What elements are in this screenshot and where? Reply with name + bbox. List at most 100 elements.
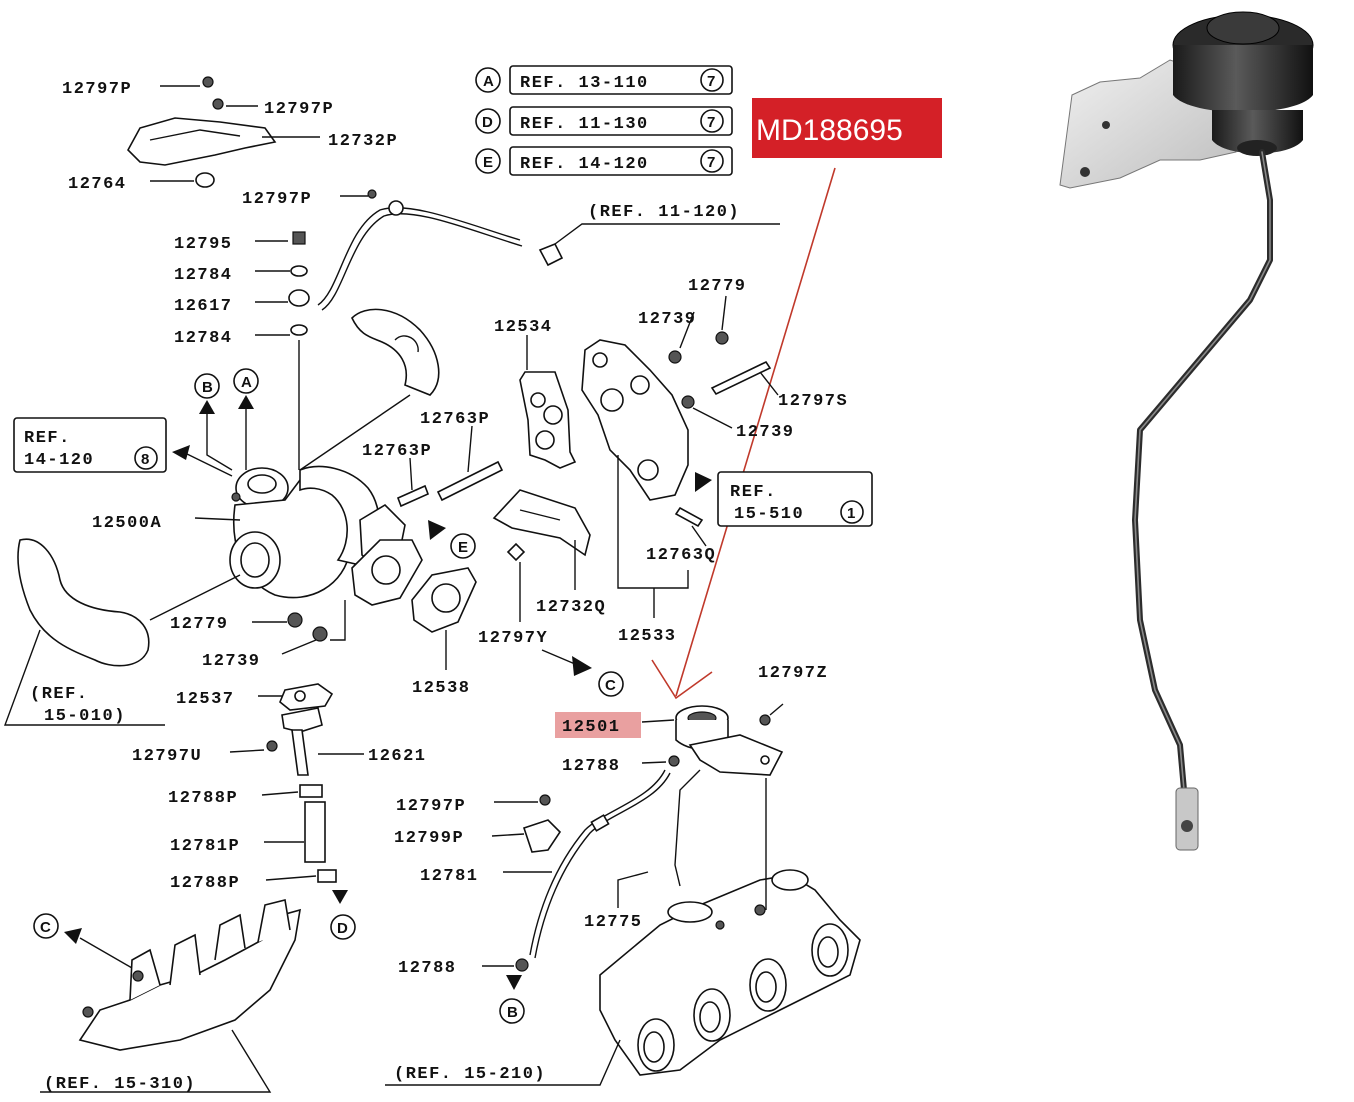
- label-12797U: 12797U: [132, 747, 202, 766]
- vacuum-hose: [515, 769, 671, 972]
- ref-box-15-510: [717, 471, 873, 527]
- label-12779: 12779: [688, 277, 747, 296]
- label-12621: 12621: [368, 747, 427, 766]
- label-12500A: 12500A: [92, 514, 162, 533]
- ref-arrow-icon: [172, 445, 190, 460]
- ref-list: A REF. 13-110 7 D REF. 11-130 7 E REF. 1…: [475, 65, 733, 176]
- marker-letter: E: [483, 154, 493, 171]
- marker-letter: D: [482, 114, 493, 131]
- ref-arrow-icon: [572, 656, 592, 676]
- ref-arrow-icon: [199, 400, 215, 414]
- marker-letter: A: [483, 73, 494, 90]
- part-number-highlight: [752, 98, 942, 158]
- label-12739: 12739: [736, 423, 795, 442]
- ref-number: 1: [847, 505, 855, 522]
- label-12732P: 12732P: [328, 132, 398, 151]
- label-12797P: 12797P: [396, 797, 466, 816]
- marker-letter: D: [337, 920, 348, 937]
- studs: [396, 460, 704, 528]
- turbine-gasket: [519, 371, 577, 469]
- part-number-text: MD188695: [756, 114, 903, 147]
- ref-arrow-icon: [64, 928, 82, 944]
- label-12763P: 12763P: [420, 410, 490, 429]
- marker-letter: B: [507, 1004, 518, 1021]
- ref-arrow-icon: [332, 890, 348, 904]
- nuts: [287, 612, 328, 642]
- ref-box-line2: 15-510: [734, 505, 804, 524]
- label-12538: 12538: [412, 679, 471, 698]
- label-12763P: 12763P: [362, 442, 432, 461]
- label-12781: 12781: [420, 867, 479, 886]
- exhaust-manifold: [78, 899, 301, 1051]
- exhaust-outlet-elbow: [581, 331, 772, 501]
- label-12732Q: 12732Q: [536, 598, 606, 617]
- label-12763Q: 12763Q: [646, 546, 716, 565]
- oil-return-pipe: [266, 683, 337, 883]
- ref-arrow-icon: [695, 472, 712, 492]
- air-intake-hose: [17, 538, 150, 667]
- label-12797P: 12797P: [62, 80, 132, 99]
- intake-manifold: [599, 869, 861, 1076]
- label-12534: 12534: [494, 318, 553, 337]
- ref-box-line2: 14-120: [24, 451, 94, 470]
- wastegate-actuator-diagram: [668, 705, 784, 887]
- label-12799P: 12799P: [394, 829, 464, 848]
- label-12797Y: 12797Y: [478, 629, 548, 648]
- label-12781P: 12781P: [170, 837, 240, 856]
- label-12537: 12537: [176, 690, 235, 709]
- ref-box-line1: REF.: [24, 429, 71, 448]
- label-12764: 12764: [68, 175, 127, 194]
- heat-protector: [492, 489, 591, 562]
- label-12779: 12779: [170, 615, 229, 634]
- ref-number: 7: [707, 73, 715, 90]
- label-12775: 12775: [584, 913, 643, 932]
- ref-15-310: (REF. 15-310): [44, 1075, 196, 1094]
- marker-letter: E: [458, 539, 468, 556]
- heat-shield-bracket: [127, 76, 277, 188]
- ref-13-110: REF. 13-110: [520, 74, 649, 93]
- ref-11-130: REF. 11-130: [520, 115, 649, 134]
- label-12617: 12617: [174, 297, 233, 316]
- label-12797S: 12797S: [778, 392, 848, 411]
- ref-box-line1: REF.: [730, 483, 777, 502]
- ref-box-14-120: [13, 417, 167, 473]
- label-12788P: 12788P: [170, 874, 240, 893]
- label-12739: 12739: [638, 310, 697, 329]
- ref-arrow-icon: [428, 520, 446, 540]
- ref-number: 7: [707, 154, 715, 171]
- label-12533: 12533: [618, 627, 677, 646]
- label-12739: 12739: [202, 652, 261, 671]
- marker-letter: B: [202, 379, 213, 396]
- ref-arrow-icon: [506, 975, 522, 990]
- ref-arrow-icon: [238, 395, 254, 409]
- banjo-bolt-stack: [288, 231, 310, 470]
- marker-letter: C: [40, 919, 51, 936]
- label-12784: 12784: [174, 329, 233, 348]
- pointer-arrowhead: [651, 659, 713, 700]
- pointer-line: [675, 167, 836, 697]
- label-12797Z: 12797Z: [758, 664, 828, 683]
- label-12795: 12795: [174, 235, 233, 254]
- ref-15-010-line1: (REF.: [30, 685, 89, 704]
- outlet-gaskets: [351, 539, 477, 633]
- intake-hose: [351, 308, 440, 396]
- label-12501-highlight: [555, 712, 641, 738]
- ref-15-010-line2: 15-010): [44, 707, 126, 726]
- label-12797P: 12797P: [264, 100, 334, 119]
- label-12501: 12501: [562, 718, 621, 737]
- ref-number: 8: [141, 451, 149, 468]
- marker-letter: C: [605, 677, 616, 694]
- label-12788: 12788: [398, 959, 457, 978]
- ref-14-120: REF. 14-120: [520, 155, 649, 174]
- ref-number: 7: [707, 114, 715, 131]
- label-12797P: 12797P: [242, 190, 312, 209]
- actuator-photo: [1059, 11, 1314, 851]
- label-12784: 12784: [174, 266, 233, 285]
- ref-15-210: (REF. 15-210): [394, 1065, 546, 1084]
- marker-letter: A: [241, 374, 252, 391]
- label-12788: 12788: [562, 757, 621, 776]
- oil-feed-pipe: [317, 189, 564, 311]
- ref-11-120: (REF. 11-120): [588, 203, 740, 222]
- label-12788P: 12788P: [168, 789, 238, 808]
